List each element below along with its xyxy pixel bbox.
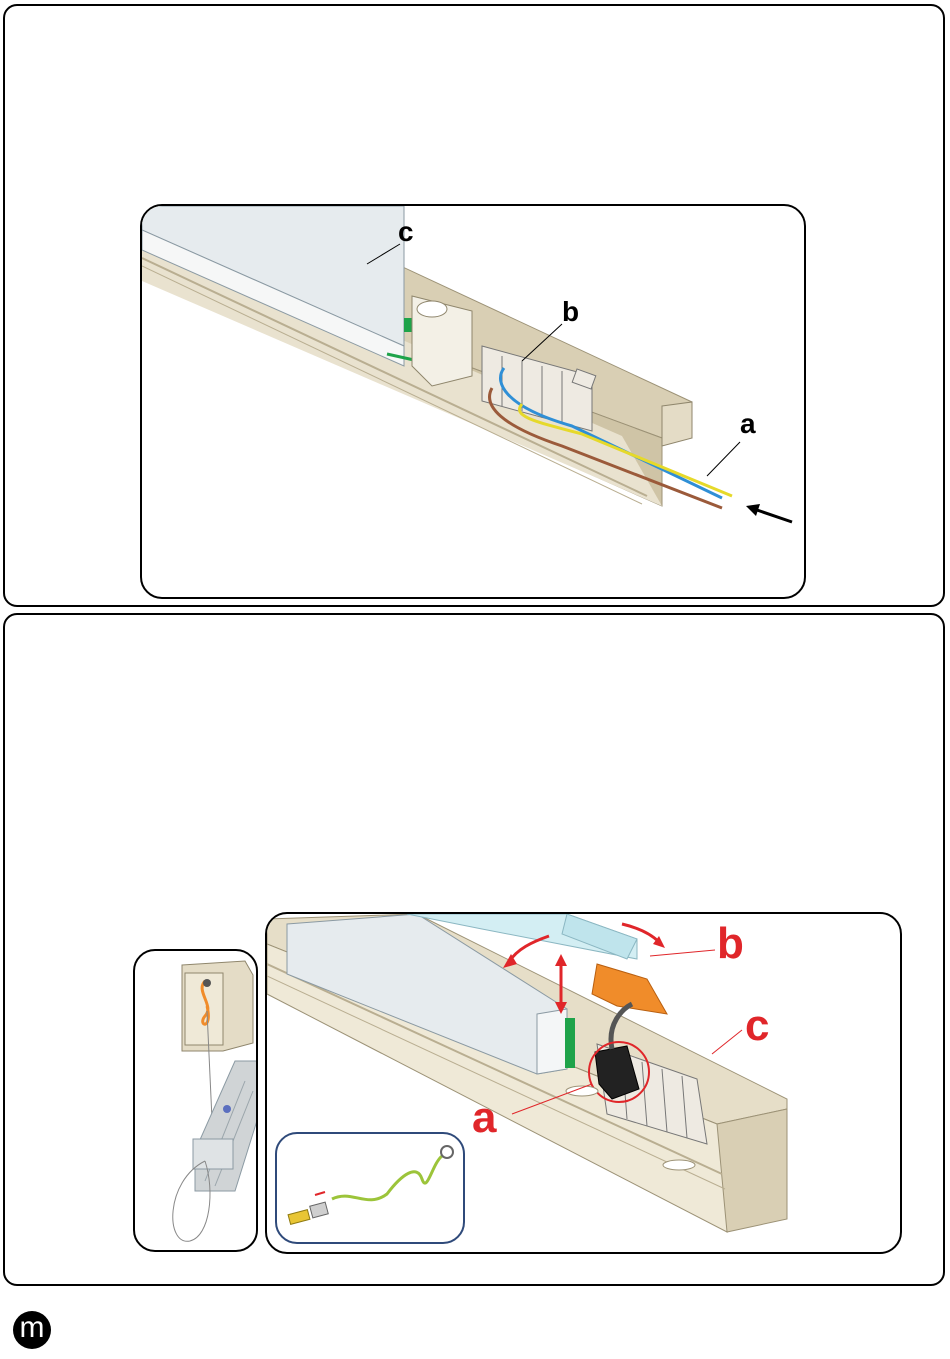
bottom-illustration-frame: b c a: [265, 912, 902, 1254]
top-illustration-frame: c b a: [140, 204, 806, 599]
earth-wire-inset: [275, 1132, 465, 1244]
push-arrow: [315, 1192, 325, 1195]
suspension-cable-illustration: [135, 951, 258, 1252]
green-connector: [565, 1018, 575, 1068]
track-wiring-illustration: [142, 206, 806, 599]
label-b: b: [562, 298, 579, 326]
brand-logo: m: [13, 1311, 51, 1349]
earth-wire-illustration: [277, 1134, 465, 1244]
label-a: a: [472, 1096, 496, 1140]
eyelet-terminal: [441, 1146, 453, 1158]
label-c: c: [398, 218, 414, 246]
insertion-arrow: [754, 509, 792, 522]
label-b: b: [717, 922, 744, 966]
fixing-screw: [223, 1105, 231, 1113]
cover-plate: [662, 402, 692, 446]
earth-wire: [332, 1156, 442, 1200]
suspension-detail-frame: [133, 949, 258, 1252]
spade-terminal: [288, 1210, 310, 1225]
label-c: c: [745, 1004, 769, 1048]
label-a: a: [740, 410, 756, 438]
